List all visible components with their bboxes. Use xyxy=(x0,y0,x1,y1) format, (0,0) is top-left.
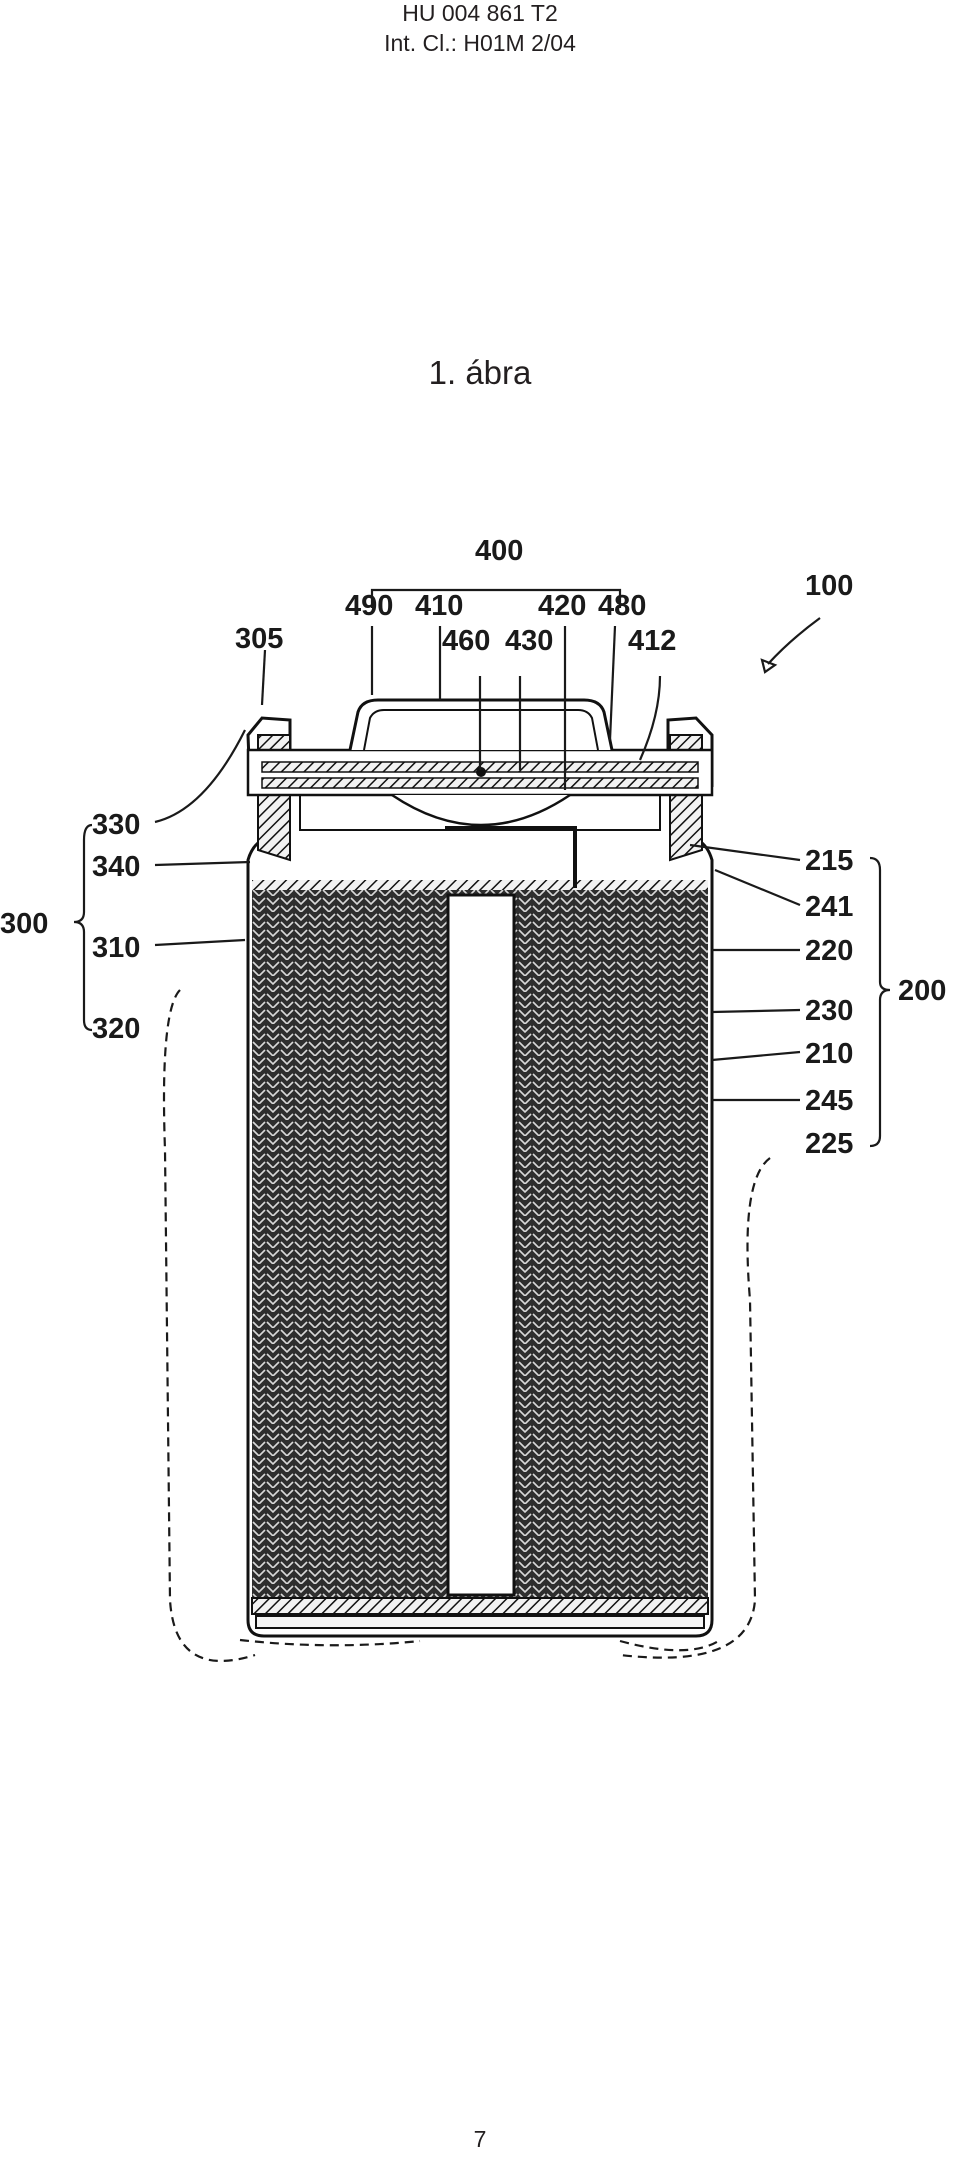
label-225: 225 xyxy=(805,1128,853,1160)
label-200: 200 xyxy=(898,975,946,1007)
document-number: HU 004 861 T2 xyxy=(402,0,558,26)
label-210: 210 xyxy=(805,1038,853,1070)
center-pin xyxy=(446,893,516,1597)
label-490: 490 xyxy=(345,590,393,622)
label-420: 420 xyxy=(538,590,586,622)
electrode-tab xyxy=(445,826,577,888)
classification-code: Int. Cl.: H01M 2/04 xyxy=(384,30,576,56)
label-230: 230 xyxy=(805,995,853,1027)
enclosure-300 xyxy=(162,989,256,1663)
label-305: 305 xyxy=(235,623,283,655)
label-430: 430 xyxy=(505,625,553,657)
label-400: 400 xyxy=(475,535,523,567)
label-340: 340 xyxy=(92,851,140,883)
label-330: 330 xyxy=(92,809,140,841)
page-number: 7 xyxy=(473,2126,487,2152)
enclosure-200 xyxy=(619,1157,771,1659)
label-412: 412 xyxy=(628,625,676,657)
label-310: 310 xyxy=(92,932,140,964)
label-100: 100 xyxy=(805,570,853,602)
label-460: 460 xyxy=(442,625,490,657)
label-220: 220 xyxy=(805,935,853,967)
label-480: 480 xyxy=(598,590,646,622)
label-300: 300 xyxy=(0,908,48,940)
label-215: 215 xyxy=(805,845,853,877)
battery-cross-section-drawing: 400 100 490 410 420 480 305 460 430 412 … xyxy=(0,535,946,1663)
reference-labels: 400 100 490 410 420 480 305 460 430 412 … xyxy=(0,535,946,1160)
figure-title: 1. ábra xyxy=(428,354,532,391)
label-410: 410 xyxy=(415,590,463,622)
label-241: 241 xyxy=(805,891,853,923)
label-320: 320 xyxy=(92,1013,140,1045)
battery-can xyxy=(246,716,714,1638)
label-245: 245 xyxy=(805,1085,853,1117)
leader-lines xyxy=(73,588,891,1148)
